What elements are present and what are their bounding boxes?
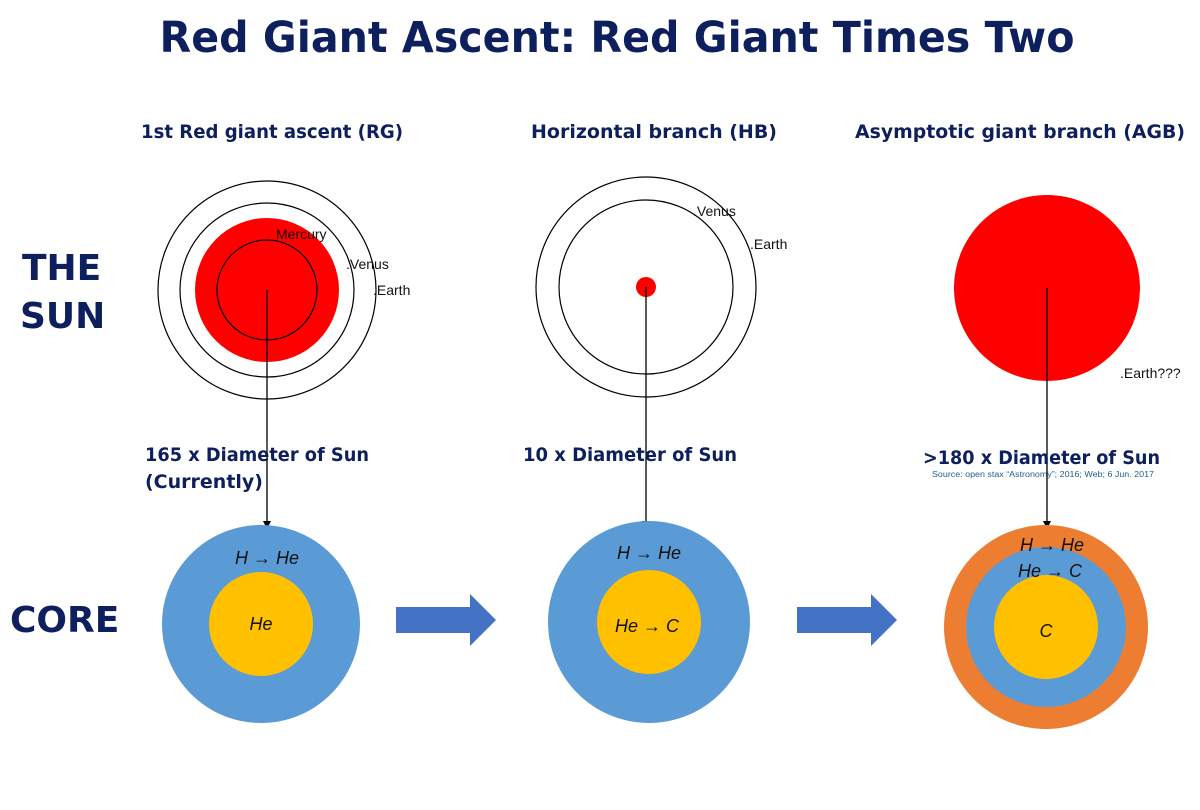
agb-core-diagram: H → He He → C C <box>944 525 1148 729</box>
hb-planet-earth: .Earth <box>750 236 787 252</box>
row-label-the: THE <box>22 248 101 289</box>
rg-planet-mercury: Mercury <box>276 226 327 242</box>
agb-core-shell-label: He → C <box>1018 561 1083 581</box>
heading-hb: Horizontal branch (HB) <box>531 121 777 143</box>
agb-core-center-label: C <box>1040 621 1054 641</box>
rg-core-diagram: H → He He <box>162 525 360 723</box>
hb-sun-diagram: .Venus .Earth <box>535 176 787 529</box>
page-title: Red Giant Ascent: Red Giant Times Two <box>160 13 1075 63</box>
rg-diameter-label: 165 x Diameter of Sun <box>145 444 369 466</box>
rg-planet-earth: .Earth <box>373 282 410 298</box>
agb-sun-diagram: .Earth??? <box>954 195 1181 529</box>
hb-core-center <box>597 570 701 674</box>
rg-diameter-note: (Currently) <box>145 471 263 493</box>
rg-sun-diagram: Mercury .Venus .Earth <box>157 180 410 529</box>
hb-diameter-label: 10 x Diameter of Sun <box>523 444 737 466</box>
hb-core-shell-label: H → He <box>617 543 681 563</box>
agb-source-note: Source: open stax “Astronomy”; 2016; Web… <box>932 470 1155 479</box>
rg-core-center-label: He <box>249 614 272 634</box>
rg-core-center <box>209 572 313 676</box>
hb-planet-venus: .Venus <box>693 203 736 219</box>
progression-arrow-1 <box>396 594 496 646</box>
heading-rg: 1st Red giant ascent (RG) <box>141 121 403 143</box>
agb-diameter-label: >180 x Diameter of Sun <box>923 447 1160 469</box>
rg-planet-venus: .Venus <box>346 256 389 272</box>
rg-core-shell-label: H → He <box>235 548 299 568</box>
row-label-sun: SUN <box>20 296 105 337</box>
heading-agb: Asymptotic giant branch (AGB) <box>855 121 1185 143</box>
agb-planet-earth: .Earth??? <box>1120 365 1181 381</box>
progression-arrow-2 <box>797 594 897 646</box>
row-label-core: CORE <box>10 600 119 641</box>
hb-core-center-label: He → C <box>615 616 680 636</box>
agb-core-outer-shell-label: H → He <box>1020 535 1084 555</box>
agb-core-center <box>994 575 1098 679</box>
hb-core-diagram: H → He He → C <box>548 521 750 723</box>
